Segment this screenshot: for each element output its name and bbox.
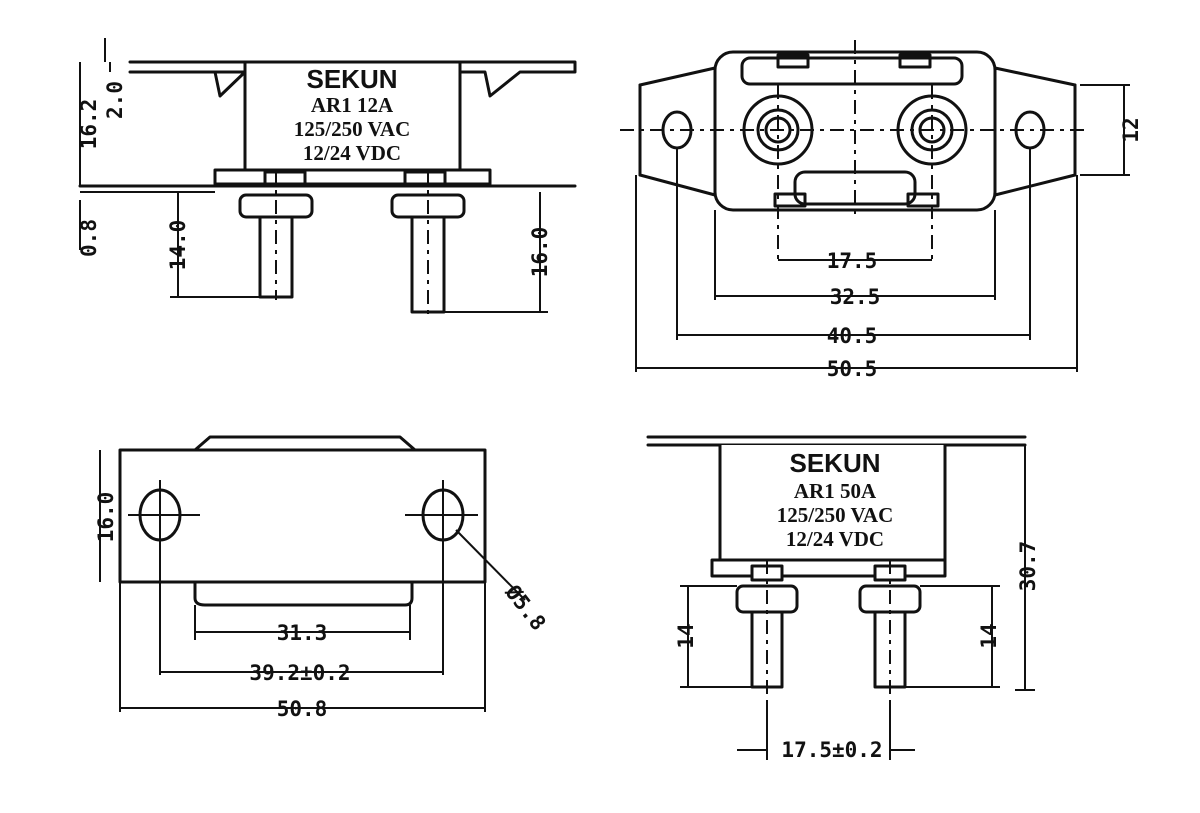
- model-rating-label: AR1 12A: [311, 93, 394, 117]
- dim-terminal-spacing-50a: 17.5±0.2: [781, 738, 882, 762]
- dim-terminal-spacing-top: 17.5: [827, 249, 878, 273]
- brand-label-50a: SEKUN: [789, 448, 880, 478]
- dc-voltage-label-50a: 12/24 VDC: [786, 527, 884, 551]
- ac-voltage-label-50a: 125/250 VAC: [777, 503, 894, 527]
- dim-body-width: 32.5: [830, 285, 881, 309]
- dim-height-bottom: 16.0: [94, 492, 118, 543]
- dim-stud-right: 16.0: [528, 227, 552, 278]
- dim-hole-spacing-bottom: 39.2±0.2: [249, 661, 350, 685]
- dim-flange: 2.0: [103, 81, 127, 119]
- dim-height-total-50a: 30.7: [1016, 541, 1040, 592]
- ac-voltage-label: 125/250 VAC: [294, 117, 411, 141]
- brand-label: SEKUN: [306, 64, 397, 94]
- front-view-50a: SEKUN AR1 50A 125/250 VAC 12/24 VDC 14 1…: [646, 435, 1040, 762]
- dim-overall-width-top: 50.5: [827, 357, 878, 381]
- dim-stud-right-50a: 14: [977, 623, 1001, 648]
- dim-height-total: 16.2: [77, 99, 101, 150]
- bottom-view: 16.0 31.3 39.2±0.2 50.8 Ø5.8: [94, 435, 551, 721]
- dim-overall-width-bottom: 50.8: [277, 697, 328, 721]
- dim-stud-left-50a: 14: [674, 623, 698, 648]
- dim-hole-spacing-top: 40.5: [827, 324, 878, 348]
- front-view-12a: SEKUN AR1 12A 125/250 VAC 12/24 VDC 16.2…: [77, 38, 577, 315]
- dim-stud-left: 14.0: [166, 220, 190, 271]
- dim-flange-height: 12: [1119, 117, 1143, 142]
- dc-voltage-label: 12/24 VDC: [303, 141, 401, 165]
- dim-slot-width: 31.3: [277, 621, 328, 645]
- model-rating-label-50a: AR1 50A: [794, 479, 877, 503]
- dim-base: 0.8: [77, 219, 101, 257]
- top-view: 17.5 32.5 40.5 50.5 12: [620, 40, 1143, 381]
- dim-hole-diameter: Ø5.8: [500, 580, 551, 635]
